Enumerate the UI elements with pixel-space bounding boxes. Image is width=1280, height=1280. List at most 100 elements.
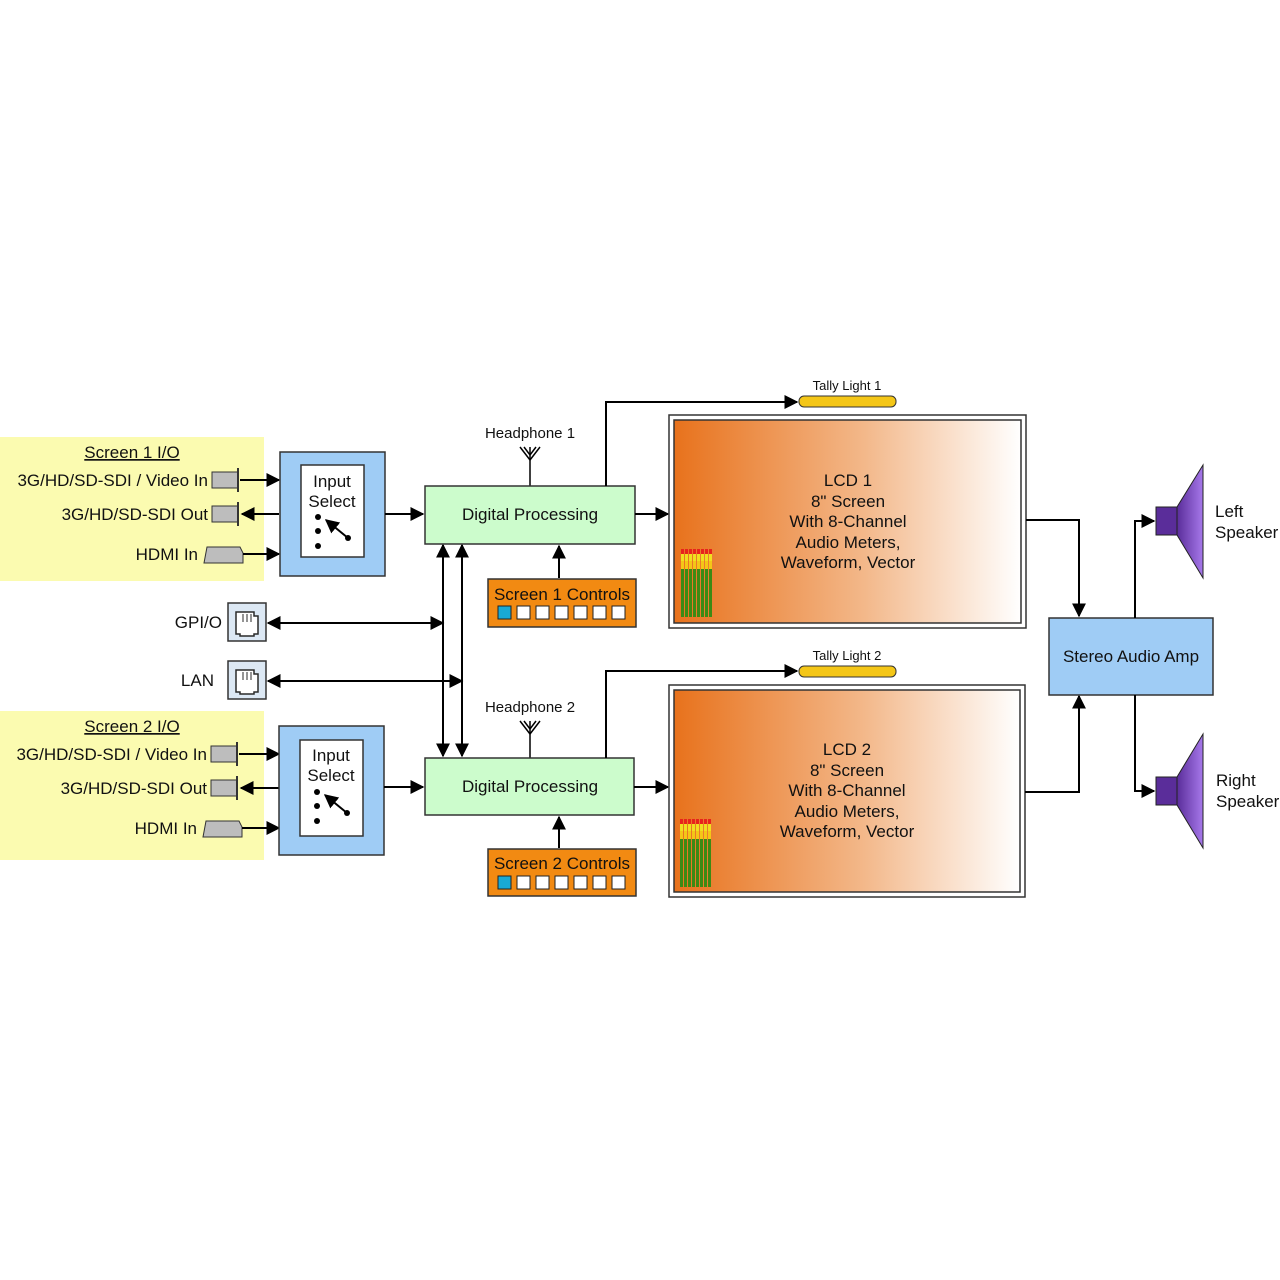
lcd-1-line3: With 8-Channel	[789, 512, 906, 531]
screen1-io-title: Screen 1 I/O	[84, 443, 179, 462]
meter-segment	[708, 839, 711, 887]
meter-segment	[693, 549, 696, 554]
screen2-io-title: Screen 2 I/O	[84, 717, 179, 736]
meter-segment	[684, 824, 687, 831]
meter-segment	[708, 824, 711, 831]
meter-segment	[680, 819, 683, 824]
lcd-1: LCD 1 8" Screen With 8-Channel Audio Met…	[668, 414, 1027, 629]
lan-label: LAN	[181, 671, 214, 690]
meter-segment	[685, 569, 688, 617]
screen-2-controls: Screen 2 Controls	[487, 848, 637, 897]
control-button	[592, 875, 607, 890]
left-speaker-line2: Speaker	[1215, 523, 1279, 542]
right-speaker: Right Speaker	[1155, 732, 1280, 850]
speaker-icon	[1155, 732, 1204, 850]
control-button-active	[497, 605, 512, 620]
rj45-port-icon	[227, 660, 267, 700]
meter-segment	[689, 549, 692, 554]
meter-segment	[700, 831, 703, 839]
digital-processing-1-label: Digital Processing	[462, 505, 598, 524]
meter-segment	[688, 831, 691, 839]
gpio-label: GPI/O	[175, 613, 222, 632]
headphone-1-label: Headphone 1	[485, 425, 575, 442]
lcd-1-line2: 8" Screen	[811, 492, 885, 511]
meter-segment	[684, 839, 687, 887]
meter-segment	[684, 831, 687, 839]
screen2-sdi-in-label: 3G/HD/SD-SDI / Video In	[16, 745, 207, 764]
audio-meter-icon	[680, 819, 711, 887]
meter-segment	[689, 554, 692, 561]
lcd-1-line4: Audio Meters,	[796, 533, 901, 552]
meter-segment	[701, 554, 704, 561]
selector-switch-icon	[315, 514, 351, 549]
hdmi-connector-icon	[202, 820, 243, 838]
lcd-2-line5: Waveform, Vector	[780, 822, 915, 841]
meter-segment	[697, 569, 700, 617]
screen2-io-panel: Screen 2 I/O 3G/HD/SD-SDI / Video In 3G/…	[0, 711, 264, 860]
control-button-active	[497, 875, 512, 890]
screen-1-controls: Screen 1 Controls	[487, 578, 637, 628]
meter-segment	[696, 839, 699, 887]
sdi-connector-icon	[211, 468, 239, 492]
meter-segment	[704, 839, 707, 887]
screen1-io-panel: Screen 1 I/O 3G/HD/SD-SDI / Video In 3G/…	[0, 437, 264, 581]
hdmi-connector-icon	[203, 546, 244, 564]
control-button	[592, 605, 607, 620]
screen1-hdmi-in-label: HDMI In	[136, 545, 198, 564]
meter-segment	[693, 569, 696, 617]
meter-segment	[693, 554, 696, 561]
input-select-2: Input Select	[278, 725, 385, 856]
meter-segment	[700, 839, 703, 887]
rj45-port-icon	[227, 602, 267, 642]
meter-segment	[701, 561, 704, 569]
lcd-2-line2: 8" Screen	[810, 761, 884, 780]
meter-segment	[681, 569, 684, 617]
antenna-icon	[519, 446, 541, 486]
digital-processing-1: Digital Processing	[424, 485, 636, 545]
meter-segment	[704, 824, 707, 831]
meter-segment	[701, 549, 704, 554]
control-button	[516, 605, 531, 620]
input-select-2-line2: Select	[307, 766, 355, 785]
meter-segment	[697, 554, 700, 561]
screen-1-controls-label: Screen 1 Controls	[494, 585, 630, 604]
meter-segment	[705, 561, 708, 569]
meter-segment	[701, 569, 704, 617]
meter-segment	[692, 839, 695, 887]
right-speaker-line2: Speaker	[1216, 792, 1280, 811]
meter-segment	[708, 819, 711, 824]
input-select-1: Input Select	[279, 451, 386, 577]
meter-segment	[680, 831, 683, 839]
control-button	[554, 605, 569, 620]
selector-switch-icon	[314, 789, 350, 824]
screen1-sdi-in-label: 3G/HD/SD-SDI / Video In	[17, 471, 208, 490]
tally-light-2-label: Tally Light 2	[813, 648, 882, 663]
input-select-1-line2: Select	[308, 492, 356, 511]
sdi-connector-icon	[210, 742, 238, 766]
meter-segment	[709, 569, 712, 617]
meter-segment	[700, 824, 703, 831]
meter-segment	[704, 819, 707, 824]
control-button	[573, 875, 588, 890]
left-speaker: Left Speaker	[1155, 463, 1279, 580]
input-select-2-line1: Input	[312, 746, 350, 765]
lcd-2: LCD 2 8" Screen With 8-Channel Audio Met…	[668, 684, 1026, 898]
screen2-hdmi-in-label: HDMI In	[135, 819, 197, 838]
meter-segment	[693, 561, 696, 569]
meter-segment	[680, 824, 683, 831]
sdi-connector-icon	[210, 776, 238, 800]
meter-segment	[705, 569, 708, 617]
meter-segment	[696, 831, 699, 839]
digital-processing-2: Digital Processing	[424, 757, 635, 816]
screen1-sdi-out-label: 3G/HD/SD-SDI Out	[62, 505, 209, 524]
tally-light-2	[798, 665, 897, 678]
lcd-1-line1: LCD 1	[824, 471, 872, 490]
meter-segment	[697, 561, 700, 569]
meter-segment	[680, 839, 683, 887]
meter-segment	[709, 561, 712, 569]
control-button	[573, 605, 588, 620]
control-button	[554, 875, 569, 890]
meter-segment	[685, 561, 688, 569]
meter-segment	[688, 819, 691, 824]
control-button	[611, 605, 626, 620]
